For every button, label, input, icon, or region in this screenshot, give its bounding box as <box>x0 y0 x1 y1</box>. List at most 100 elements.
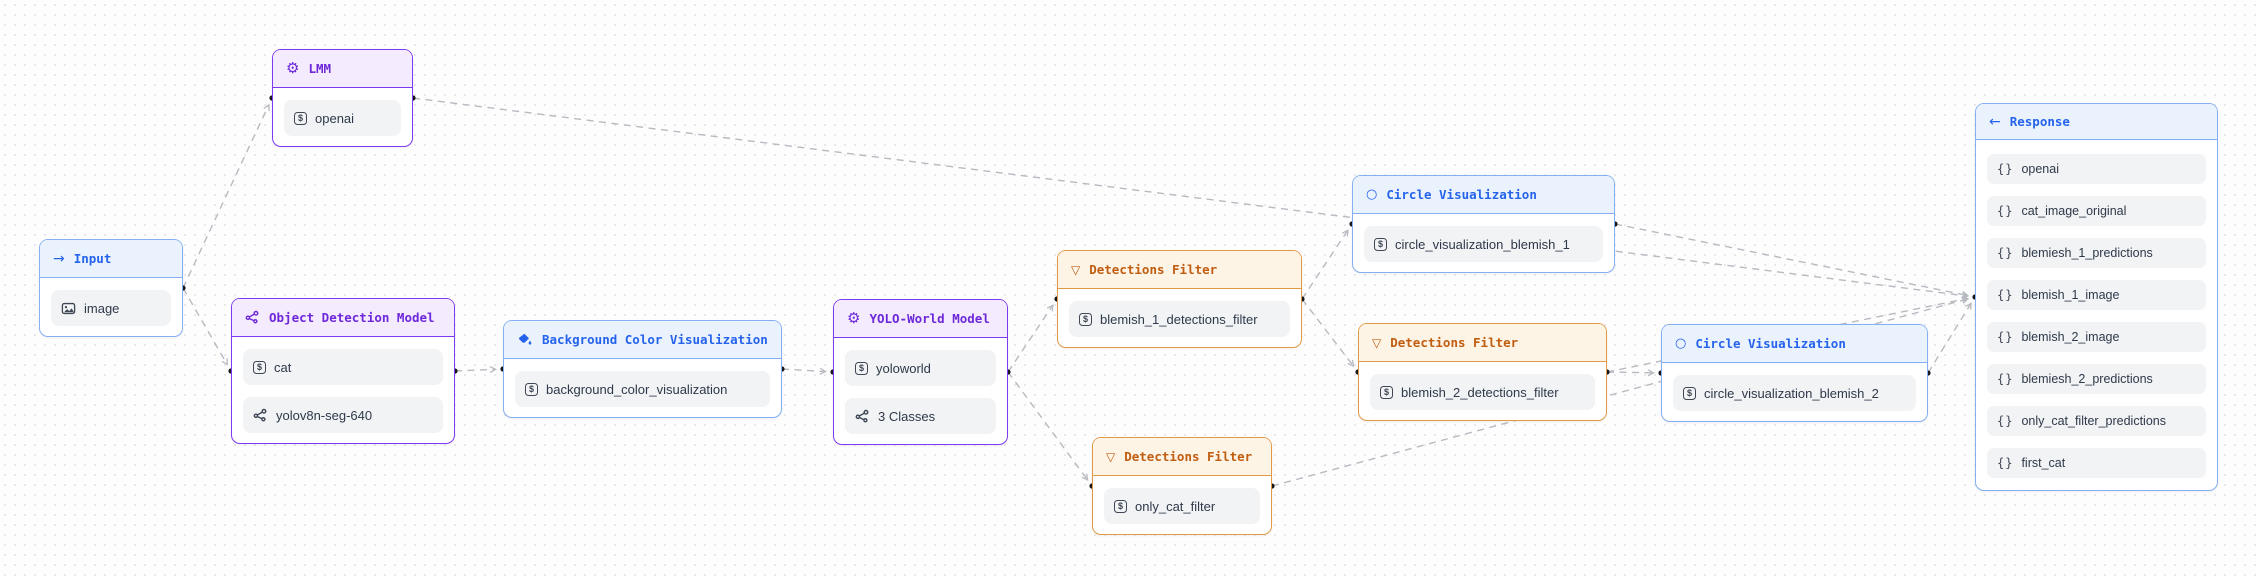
node-chip[interactable]: $cat <box>243 349 443 385</box>
arrow-left-icon: ← <box>1989 113 2001 130</box>
chip-label: cat_image_original <box>2021 204 2127 218</box>
node-chip[interactable]: {} first_cat <box>1987 448 2206 478</box>
node-chip[interactable]: {}only_cat_filter_predictions <box>1987 406 2206 436</box>
edge-cv2-to-response <box>1927 302 1972 374</box>
edge-input-to-odm <box>182 287 228 366</box>
node-lmm[interactable]: ⚙ LMM $ openai <box>272 49 413 147</box>
chip-label: circle_visualization_blemish_2 <box>1704 385 1879 401</box>
braces-icon: {} <box>1997 204 2014 218</box>
string-icon: $ <box>1683 386 1696 400</box>
funnel-icon: ▽ <box>1372 335 1382 350</box>
node-detections-filter-1[interactable]: ▽Detections Filter $blemish_1_detections_… <box>1057 250 1302 348</box>
node-chip[interactable]: $ openai <box>284 100 401 136</box>
node-body: $background_color_visualization <box>504 359 781 419</box>
node-chip[interactable]: 3 Classes <box>845 398 996 434</box>
node-circle-visualization-1[interactable]: ○ Circle Visualization $circle_visualizati… <box>1352 175 1615 273</box>
edge-bcv-to-yolo <box>781 367 827 375</box>
node-body: $ only_cat_filter <box>1093 476 1271 536</box>
chip-label: blemiesh_2_predictions <box>2021 372 2153 386</box>
node-body: $ yoloworld 3 Classes <box>834 338 1007 446</box>
edge-cv1-to-response <box>1614 223 1969 298</box>
node-title: Input <box>73 251 112 266</box>
node-body: $cat yolov8n-seg-640 <box>232 337 454 445</box>
node-detections-filter-2[interactable]: ▽Detections Filter $ blemish_2_detections_… <box>1358 323 1607 421</box>
node-chip[interactable]: yolov8n-seg-640 <box>243 397 443 433</box>
string-icon: $ <box>855 361 868 375</box>
node-chip[interactable]: {}openai <box>1987 154 2206 184</box>
edge-df1-to-df2 <box>1301 298 1355 368</box>
node-circle-visualization-2[interactable]: ○Circle Visualization $ circle_visualizati… <box>1661 324 1928 422</box>
node-input[interactable]: → Input image <box>39 239 183 337</box>
node-detections-filter-3[interactable]: ▽ Detections Filter $ only_cat_filter <box>1092 437 1272 535</box>
node-header[interactable]: ⚙ LMM <box>273 50 412 88</box>
node-title: LMM <box>308 61 332 76</box>
molecule-icon <box>855 409 870 424</box>
node-header[interactable]: ○Circle Visualization <box>1662 325 1927 363</box>
chip-label: yoloworld <box>876 360 931 376</box>
gear-icon: ⚙ <box>847 309 861 327</box>
node-header[interactable]: ▽Detections Filter <box>1359 324 1606 362</box>
edge-yolo-to-df1 <box>1007 304 1054 373</box>
chip-label: blemish_2_detections_filter <box>1401 384 1559 400</box>
string-icon: $ <box>294 111 307 125</box>
braces-icon: {} <box>1997 372 2014 386</box>
arrow-right-icon: → <box>53 250 65 267</box>
edge-lmm-to-response <box>412 97 1969 299</box>
chip-label: blemish_2_image <box>2021 330 2120 344</box>
node-title: Detections Filter <box>1124 449 1253 464</box>
chip-label: background_color_visualization <box>546 381 728 397</box>
node-body: image <box>40 278 182 338</box>
edge-df1-to-cv1 <box>1301 229 1349 300</box>
node-chip[interactable]: {} blemiesh_1_predictions <box>1987 238 2206 268</box>
node-header[interactable]: ▽ Detections Filter <box>1093 438 1271 476</box>
braces-icon: {} <box>1997 246 2014 260</box>
chip-label: yolov8n-seg-640 <box>276 407 373 423</box>
gear-icon: ⚙ <box>286 59 300 77</box>
node-chip[interactable]: {} cat_image_original <box>1987 196 2206 226</box>
node-response[interactable]: ←Response{}openai{}cat_image_original{}b… <box>1975 103 2218 491</box>
node-header[interactable]: Background Color Visualization <box>504 321 781 359</box>
braces-icon: {} <box>1997 414 2014 428</box>
node-body: $circle_visualization_blemish_1 <box>1353 214 1614 274</box>
chip-label: only_cat_filter <box>1135 498 1216 514</box>
node-chip[interactable]: $ circle_visualization_blemish_2 <box>1673 375 1916 411</box>
node-chip[interactable]: image <box>51 290 171 326</box>
node-header[interactable]: Object Detection Model <box>232 299 454 337</box>
funnel-icon: ▽ <box>1106 449 1116 464</box>
node-chip[interactable]: {}blemish_2_image <box>1987 322 2206 352</box>
chip-label: first_cat <box>2021 456 2066 470</box>
circle-icon: ○ <box>1366 187 1378 202</box>
node-chip[interactable]: $ yoloworld <box>845 350 996 386</box>
chip-label: 3 Classes <box>878 408 936 424</box>
node-chip[interactable]: $blemish_1_detections_filter <box>1069 301 1290 337</box>
node-title: Circle Visualization <box>1386 187 1537 202</box>
node-body: $ blemish_2_detections_filter <box>1359 362 1606 422</box>
node-yolo-world-model[interactable]: ⚙YOLO-World Model $ yoloworld 3 Classes <box>833 299 1008 445</box>
node-chip[interactable]: $ only_cat_filter <box>1104 488 1260 524</box>
node-header[interactable]: → Input <box>40 240 182 278</box>
node-chip[interactable]: $ blemish_2_detections_filter <box>1370 374 1595 410</box>
edge-df2-to-response <box>1606 296 1969 373</box>
node-chip[interactable]: $circle_visualization_blemish_1 <box>1364 226 1603 262</box>
node-title: Response <box>2009 114 2070 129</box>
node-object-detection-model[interactable]: Object Detection Model $cat yolov8n-seg-64… <box>231 298 455 444</box>
node-chip[interactable]: {} blemiesh_2_predictions <box>1987 364 2206 394</box>
chip-label: openai <box>315 110 355 126</box>
braces-icon: {} <box>1997 456 2014 470</box>
node-header[interactable]: ⚙YOLO-World Model <box>834 300 1007 338</box>
string-icon: $ <box>1114 499 1127 513</box>
string-icon: $ <box>1380 385 1393 399</box>
node-background-color-visualization[interactable]: Background Color Visualization $backgroun… <box>503 320 782 418</box>
node-header[interactable]: ○ Circle Visualization <box>1353 176 1614 214</box>
node-body: $blemish_1_detections_filter <box>1058 289 1301 349</box>
node-body: {}openai{}cat_image_original{}blemiesh_1… <box>1976 140 2217 492</box>
paint-bucket-icon <box>517 332 533 347</box>
node-chip[interactable]: $background_color_visualization <box>515 371 770 407</box>
node-header[interactable]: ▽Detections Filter <box>1058 251 1301 289</box>
node-chip[interactable]: {}blemish_1_image <box>1987 280 2206 310</box>
node-header[interactable]: ← Response <box>1976 104 2217 140</box>
chip-label: openai <box>2021 162 2059 176</box>
chip-label: blemiesh_1_predictions <box>2021 246 2153 260</box>
molecule-icon <box>253 408 268 423</box>
